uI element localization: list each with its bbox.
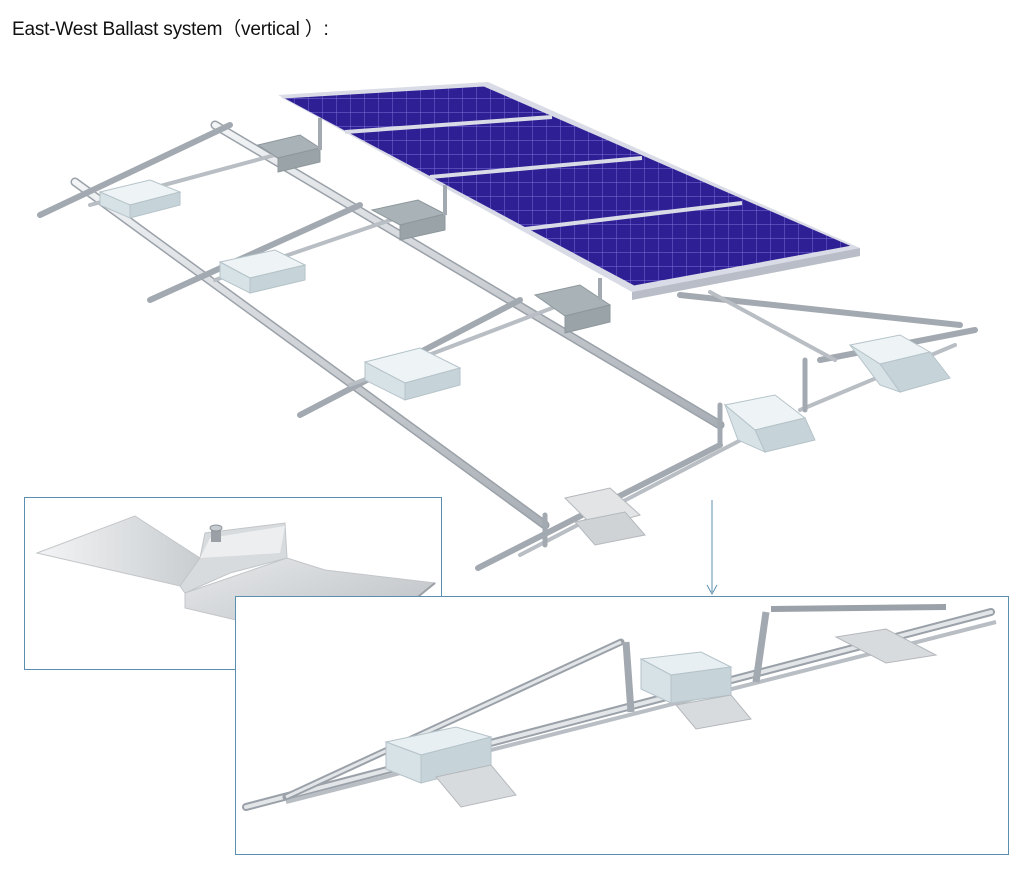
ballast-block xyxy=(848,334,951,393)
detail-arrow xyxy=(706,500,718,596)
page-title: East-West Ballast system（vertical ）: xyxy=(12,19,329,40)
ballast-block xyxy=(218,249,307,294)
side-frame-illustration xyxy=(242,604,997,811)
main-rails xyxy=(37,120,978,571)
ballast-block xyxy=(723,394,816,453)
side-ballast-block xyxy=(639,651,733,704)
solar-panel-array xyxy=(278,82,860,300)
ballast-blocks xyxy=(98,134,951,453)
ballast-block xyxy=(533,284,612,334)
ballast-block xyxy=(98,179,182,219)
main-base-plates xyxy=(564,487,646,546)
ballast-block xyxy=(256,134,322,173)
side-frame-detail-box xyxy=(235,596,1009,855)
ballast-block xyxy=(370,199,447,241)
ballast-block xyxy=(363,347,462,401)
